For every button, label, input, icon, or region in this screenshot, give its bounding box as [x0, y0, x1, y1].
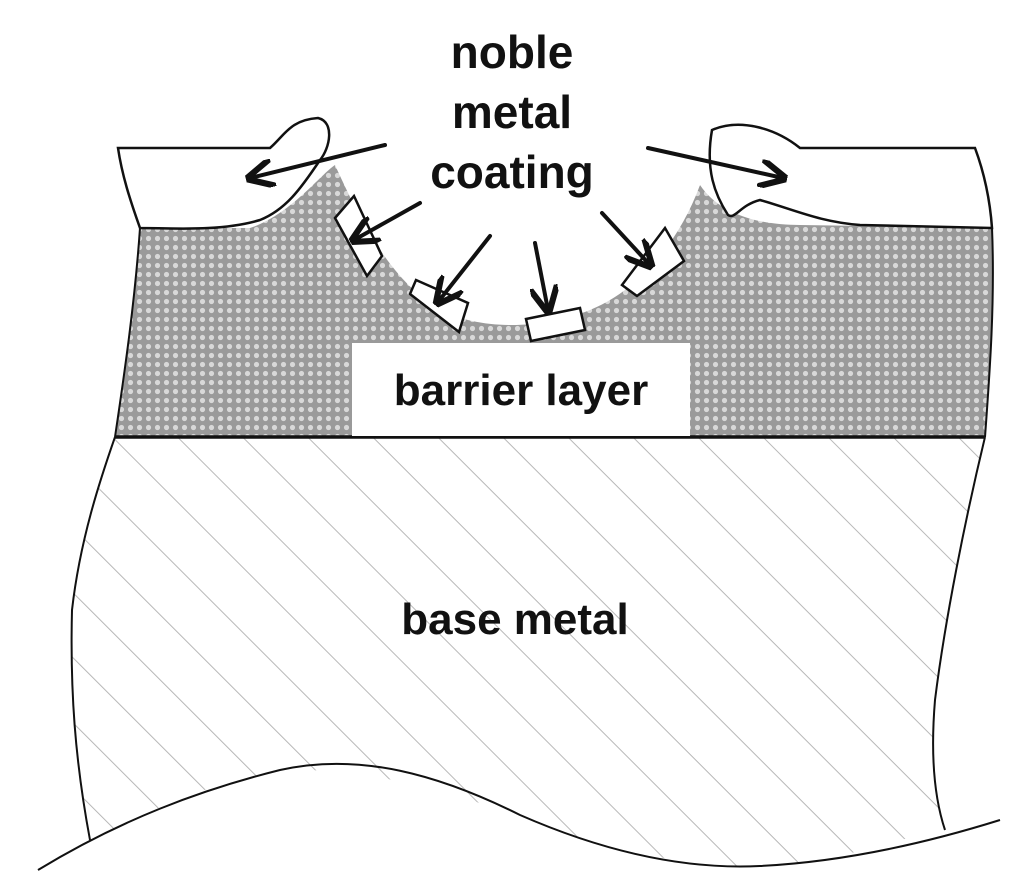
bottom-wavy-edge: [37, 762, 1001, 871]
coating-right-segment: [708, 123, 994, 230]
arrow-to-flake-4: [600, 211, 650, 265]
arrow-to-flake-2: [438, 234, 492, 302]
barrier-layer-region: [114, 165, 994, 439]
coating-label-line-1: noble: [451, 26, 574, 78]
barrier-label-background: [352, 343, 690, 436]
base-metal-region: [37, 436, 1001, 871]
label-arrows: [250, 143, 783, 310]
coating-label-line-3: coating: [430, 146, 594, 198]
coating-label: noble metal coating: [430, 26, 594, 198]
arrow-to-left-segment: [250, 143, 387, 178]
barrier-layer-label: barrier layer: [394, 366, 648, 415]
coating-label-line-2: metal: [452, 86, 572, 138]
coating-left-segment: [116, 116, 331, 230]
base-metal-label: base metal: [401, 595, 628, 644]
arrow-to-flake-3: [535, 241, 548, 310]
arrow-to-flake-1: [354, 201, 422, 240]
arrow-to-right-segment: [646, 146, 783, 178]
